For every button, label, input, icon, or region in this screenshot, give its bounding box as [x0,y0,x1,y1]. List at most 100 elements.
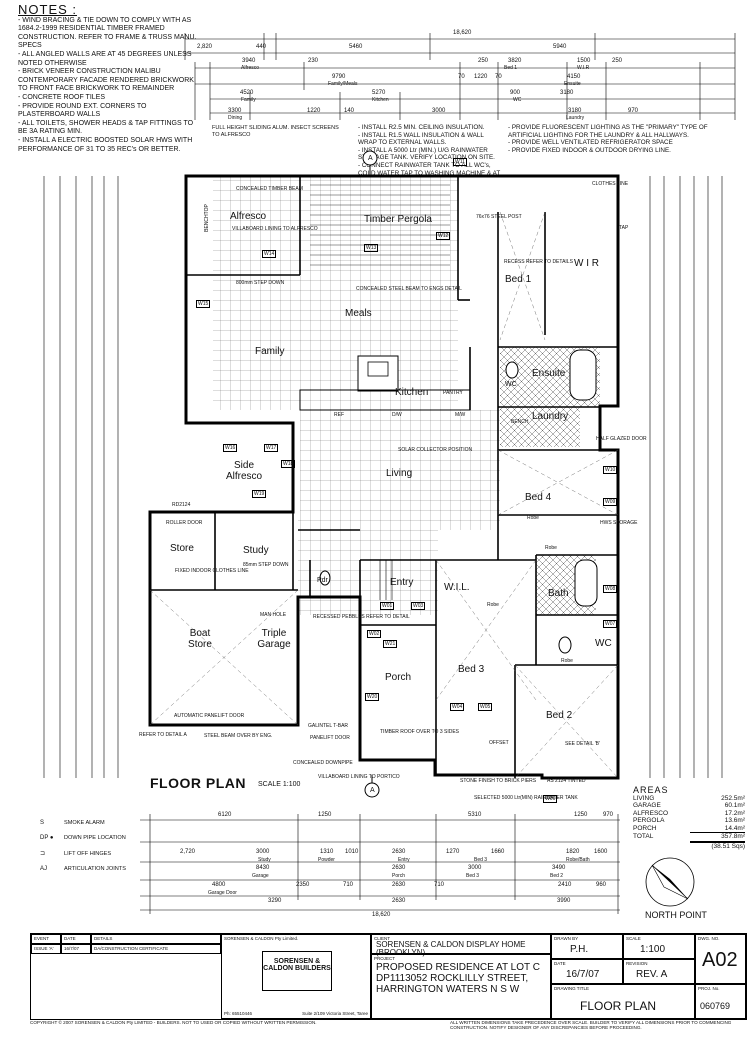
dim-bottom: 8430 [256,865,270,871]
entry-steps [379,560,393,600]
dim-bottom: 1600 [594,849,608,855]
dim-top: 440 [256,44,267,50]
room-label-wc: WC [505,381,517,388]
north-point-label: NORTH POINT [645,910,707,920]
note-steel-beam: STEEL BEAM OVER BY ENG. [204,733,273,739]
tb-issue: ISSUE 'A' [34,946,54,951]
note-pantry: PANTRY [443,390,463,396]
note-offset: OFFSET [489,740,509,746]
dim-top: 1220 [307,108,321,114]
area-value: 252.5m² [721,794,745,802]
notes-title: NOTES : [18,2,78,17]
dim-bottom: 960 [596,882,607,888]
area-name: LIVING [633,794,655,802]
room-label-bed1: Bed 1 [505,274,532,285]
dim-bottom: 2630 [392,849,406,855]
area-name: ALFRESCO [633,809,669,817]
window-tag: W20 [365,693,380,701]
note-item: - WIND BRACING & TIE DOWN TO COMPLY WITH… [18,16,197,50]
tb-issue-date: 16/7/07 [64,946,80,951]
side-dimension-lines [43,176,723,778]
toilet-icon [319,570,331,586]
dim-bottom: 6120 [218,812,232,818]
tb-drawing-title: FLOOR PLAN [580,999,657,1013]
hinge-icon: ⊐ [40,851,46,857]
note-hws: HWS STORAGE [600,520,638,526]
note-villaboard: VILLABOARD LINING TO ALFRESCO [232,226,318,232]
note-as2124: AS 2124 TINTED [547,778,586,784]
north-arrow-icon [645,857,695,907]
tb-client: SORENSEN & CALDON DISPLAY HOME (BROOKLYN… [376,940,526,957]
dim-label: Laundry [566,115,585,121]
tb-address: Suite 2/109 Victoria Street, Taree [302,1011,368,1016]
window-tag: W16 [223,444,238,452]
tb-title-label: DRAWING TITLE [554,986,590,991]
dim-bottom: 3990 [557,898,571,904]
room-label-meals: Meals [345,308,372,319]
note-robe4: Robe [561,658,573,664]
dim-bottom: 3490 [552,865,566,871]
scale-label: SCALE 1:100 [258,781,301,788]
note-robe3: Robe [487,602,499,608]
window-tag: W21 [383,640,398,648]
dim-top: 3000 [432,108,446,114]
note-step-85: 85mm STEP DOWN [243,562,289,568]
kitchen-bench [299,389,471,411]
dim-bottom: 970 [603,812,614,818]
window-tag: W06 [543,795,558,803]
dim-top: 1220 [474,74,488,80]
area-name: GARAGE [633,802,661,809]
dim-top: 3820 [508,58,522,64]
note-villaboard-portico: VILLABOARD LINING TO PORTICO [318,774,400,780]
window-tag: W11 [453,158,467,166]
note-item: - BRICK VENEER CONSTRUCTION MALIBU CONTE… [18,68,194,93]
note-tap: TAP [619,225,629,231]
area-total-value: 357.8m² [690,832,745,843]
room-label-study: Study [243,545,269,556]
dim-top: 250 [478,58,489,64]
dim-label: Bed 3 [474,857,488,863]
dim-top: 1500 [577,58,591,64]
pergola-battens [310,184,450,266]
window-tag: W13 [364,244,379,252]
tb-details-header: DETAILS [94,936,113,941]
dim-bottom: 1250 [574,812,588,818]
window-tag: W19 [252,490,267,498]
room-label-kitchen: Kitchen [395,387,429,398]
window-tag: W03 [411,602,426,610]
window-tag: W14 [262,250,277,258]
tb-date: 16/7/07 [566,969,600,980]
dim-label: WC [513,97,522,103]
install-note: - INSTALL R1.5 WALL INSULATION & WALL WR… [358,131,484,147]
dim-label: Dining [228,115,243,121]
dim-label: Family [241,97,256,103]
dim-label: Powder [318,857,335,863]
section-label: A [370,787,375,794]
room-label-wir: W I R [574,258,599,269]
dim-bottom: 2410 [558,882,572,888]
dim-label: Bed 2 [550,873,564,879]
tb-date-header: DATE [64,936,76,941]
area-name: PERGOLA [633,817,665,824]
dim-label: Ensuite [564,81,581,87]
legend-label: LIFT OFF HINGES [64,850,112,857]
section-marker-icon [362,150,380,798]
dim-top: 5940 [553,44,567,50]
dim-label: Robe/Bath [566,857,590,863]
window-tag: W10 [603,466,618,474]
window-tag: W09 [603,498,618,506]
dim-top: 4150 [567,74,581,80]
note-steel-post: 76x76 STEEL POST [476,214,522,220]
floor-plan-drawing [148,150,620,798]
dim-bottom: 1270 [446,849,460,855]
window-tag: W08 [603,585,618,593]
dim-bottom: 2,720 [180,849,196,855]
note-clothes-line: FIXED INDOOR CLOTHES LINE [175,568,249,574]
note-mw: M/W [455,412,466,418]
note-robe2: Robe [545,545,557,551]
dim-bottom: 4800 [212,882,226,888]
dim-top: 2,820 [197,44,213,50]
tb-drawn-label: DRAWN BY [554,936,579,941]
